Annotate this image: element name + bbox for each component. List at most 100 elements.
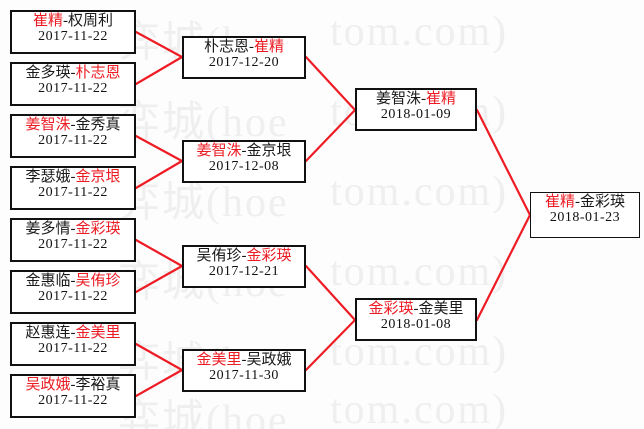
- match-box-r2-m3[interactable]: 吴侑珍-金彩瑛 2017-12-21: [182, 245, 306, 288]
- match-pairing: 吴侑珍-金彩瑛: [184, 248, 304, 265]
- player-loser: 金秀真: [75, 117, 121, 133]
- connector-r2m1: [304, 55, 357, 112]
- connector-r1m4: [134, 159, 184, 190]
- connector-r1m5: [134, 238, 184, 268]
- match-box-r1-m6[interactable]: 金惠临-吴侑珍 2017-11-22: [10, 270, 136, 314]
- match-date: 2018-01-09: [380, 106, 452, 122]
- player-loser: 赵惠连: [25, 325, 71, 341]
- match-pairing: 李瑟娥-金京垠: [12, 169, 134, 186]
- connector-r2m3: [304, 264, 357, 322]
- player-winner: 金彩瑛: [246, 248, 292, 264]
- match-box-r1-m8[interactable]: 吴政娥-李裕真 2017-11-22: [10, 374, 136, 418]
- match-date: 2017-11-30: [209, 367, 279, 383]
- pair-separator: -: [70, 325, 76, 341]
- match-date: 2017-12-20: [208, 54, 280, 70]
- connector-r2m4: [304, 318, 357, 372]
- match-pairing: 姜智洙-金秀真: [12, 117, 134, 134]
- match-box-r2-m2[interactable]: 姜智洙-金京垠 2017-12-08: [182, 140, 306, 183]
- match-box-r3-m1[interactable]: 姜智洙-崔精 2018-01-09: [355, 88, 477, 131]
- match-pairing: 姜智洙-金京垠: [184, 143, 304, 160]
- match-box-r1-m7[interactable]: 赵惠连-金美里 2017-11-22: [10, 322, 136, 366]
- match-pairing: 吴政娥-李裕真: [12, 377, 134, 394]
- pair-separator: -: [241, 352, 247, 368]
- match-box-r2-m4[interactable]: 金美里-吴政娥 2017-11-30: [182, 349, 306, 392]
- match-box-r1-m3[interactable]: 姜智洙-金秀真 2017-11-22: [10, 114, 136, 158]
- match-box-r2-m1[interactable]: 朴志恩-崔精 2017-12-20: [182, 36, 306, 79]
- connector-r1m7: [134, 342, 184, 372]
- pair-separator: -: [249, 39, 254, 55]
- match-pairing: 姜智洙-崔精: [357, 91, 475, 108]
- player-loser: 金惠临: [25, 273, 71, 289]
- pair-separator: -: [70, 169, 76, 185]
- match-date: 2017-11-22: [38, 392, 108, 408]
- player-winner: 金彩瑛: [75, 221, 121, 237]
- player-winner: 金彩瑛: [368, 301, 414, 317]
- match-pairing: 姜多情-金彩瑛: [12, 221, 134, 238]
- match-box-r1-m2[interactable]: 金多瑛-朴志恩 2017-11-22: [10, 62, 136, 106]
- match-pairing: 金彩瑛-金美里: [357, 301, 475, 318]
- player-loser: 吴侑珍: [196, 248, 242, 264]
- player-loser: 权周利: [68, 13, 114, 29]
- player-winner: 吴政娥: [25, 377, 71, 393]
- match-box-r1-m4[interactable]: 李瑟娥-金京垠 2017-11-22: [10, 166, 136, 210]
- player-winner: 吴侑珍: [75, 273, 121, 289]
- match-date: 2017-11-22: [38, 80, 108, 96]
- match-date: 2018-01-23: [549, 209, 621, 225]
- player-loser: 金多瑛: [25, 65, 71, 81]
- player-loser: 李瑟娥: [25, 169, 71, 185]
- player-loser: 金京垠: [246, 143, 292, 159]
- pair-separator: -: [241, 143, 247, 159]
- connector-r1m2: [134, 55, 184, 86]
- pair-separator: -: [70, 377, 76, 393]
- player-winner: 姜智洙: [196, 143, 242, 159]
- connector-r1m1: [134, 30, 184, 59]
- watermark-text: 弈城(hoe: [118, 398, 289, 429]
- player-loser: 朴志恩: [203, 39, 249, 55]
- match-pairing: 崔精-金彩瑛: [531, 194, 639, 211]
- pair-separator: -: [70, 65, 76, 81]
- match-pairing: 金美里-吴政娥: [184, 352, 304, 369]
- match-pairing: 赵惠连-金美里: [12, 325, 134, 342]
- match-date: 2017-11-22: [38, 340, 108, 356]
- player-winner: 姜智洙: [25, 117, 71, 133]
- player-winner: 崔精: [32, 13, 63, 29]
- match-box-r3-m2[interactable]: 金彩瑛-金美里 2018-01-08: [355, 298, 477, 341]
- match-box-r1-m1[interactable]: 崔精-权周利 2017-11-22: [10, 10, 136, 54]
- player-winner: 朴志恩: [75, 65, 121, 81]
- player-loser: 金美里: [418, 301, 464, 317]
- match-box-r1-m5[interactable]: 姜多情-金彩瑛 2017-11-22: [10, 218, 136, 262]
- pair-separator: -: [70, 273, 76, 289]
- match-pairing: 金惠临-吴侑珍: [12, 273, 134, 290]
- player-loser: 金彩瑛: [580, 194, 626, 210]
- pair-separator: -: [575, 194, 580, 210]
- player-loser: 姜智洙: [375, 91, 421, 107]
- player-winner: 金美里: [196, 352, 242, 368]
- pair-separator: -: [70, 117, 76, 133]
- player-winner: 崔精: [544, 194, 575, 210]
- pair-separator: -: [241, 248, 247, 264]
- watermark-text: tom.com): [330, 169, 509, 215]
- match-date: 2017-11-22: [38, 236, 108, 252]
- watermark-text: tom.com): [330, 9, 509, 55]
- connector-r2m2: [304, 108, 357, 163]
- match-pairing: 崔精-权周利: [12, 13, 134, 30]
- player-loser: 姜多情: [25, 221, 71, 237]
- match-date: 2017-11-22: [38, 184, 108, 200]
- player-winner: 崔精: [254, 39, 285, 55]
- match-date: 2017-12-21: [208, 263, 280, 279]
- match-date: 2018-01-08: [380, 316, 452, 332]
- player-winner: 金美里: [75, 325, 121, 341]
- connector-r1m8: [134, 368, 184, 398]
- player-winner: 金京垠: [75, 169, 121, 185]
- watermark-text: tom.com): [330, 387, 509, 429]
- watermark-text: tom.com): [330, 249, 509, 295]
- connector-r3m2: [475, 213, 532, 322]
- pair-separator: -: [421, 91, 426, 107]
- player-loser: 吴政娥: [246, 352, 292, 368]
- match-box-final[interactable]: 崔精-金彩瑛 2018-01-23: [530, 192, 640, 238]
- player-winner: 崔精: [426, 91, 457, 107]
- connector-r3m1: [475, 108, 532, 217]
- pair-separator: -: [413, 301, 419, 317]
- connector-r1m3: [134, 134, 184, 163]
